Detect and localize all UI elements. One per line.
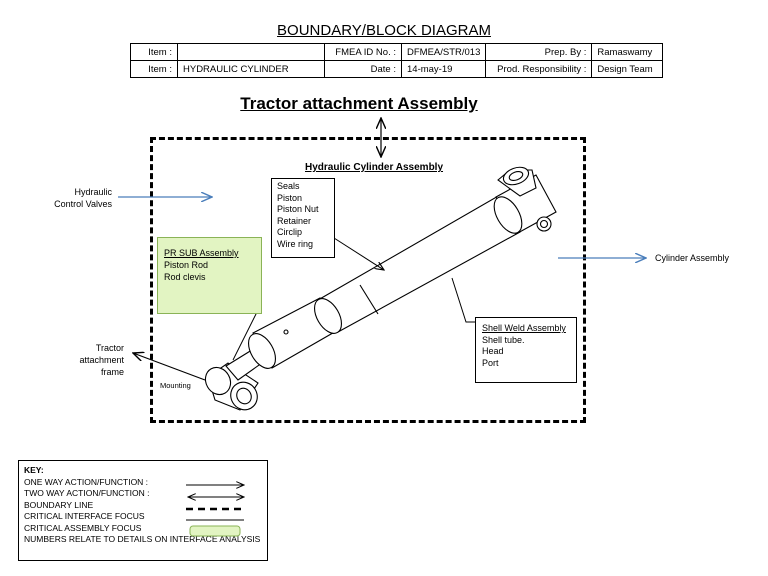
prsub-leader-line — [232, 305, 261, 361]
hydraulic-cylinder-illustration — [204, 166, 557, 411]
key-numbers: NUMBERS RELATE TO DETAILS ON INTERFACE A… — [24, 534, 261, 544]
tractor-frame-label: Tractor attachment frame — [79, 343, 124, 377]
pr-sub-assembly-box: PR SUB Assembly Piston Rod Rod clevis — [157, 237, 262, 314]
pr-sub-title: PR SUB Assembly — [164, 248, 239, 258]
hca-title: Hydraulic Cylinder Assembly — [305, 162, 444, 173]
legend-key: KEY: ONE WAY ACTION/FUNCTION : TWO WAY A… — [18, 460, 268, 561]
component-item: Circlip — [277, 227, 303, 237]
boundary-line — [150, 137, 586, 423]
date-value: 14-may-19 — [400, 60, 487, 78]
shell-leader-line — [451, 277, 476, 323]
cylinder-assembly-label: Cylinder Assembly — [655, 253, 730, 263]
hydraulic-control-valves-label: Hydraulic Control Valves — [54, 187, 112, 209]
mounting-label: Mounting — [160, 381, 191, 390]
pr-sub-item: Rod clevis — [164, 272, 206, 282]
key-one-way: ONE WAY ACTION/FUNCTION : — [24, 476, 149, 487]
key-boundary: BOUNDARY LINE — [24, 499, 94, 510]
component-item: Seals — [277, 181, 300, 191]
shell-weld-item: Port — [482, 357, 499, 368]
shell-weld-item: Head — [482, 346, 504, 356]
shell-weld-assembly-box: Shell Weld Assembly Shell tube. Head Por… — [475, 317, 577, 383]
key-two-way: TWO WAY ACTION/FUNCTION : — [24, 488, 150, 498]
info-row-2: Item : HYDRAULIC CYLINDER Date : 14-may-… — [130, 60, 664, 78]
key-interface: CRITICAL INTERFACE FOCUS — [24, 511, 145, 521]
assembly-title: Tractor attachment Assembly — [240, 94, 478, 113]
component-item: Piston Nut — [277, 204, 319, 214]
responsibility-label: Prod. Responsibility : — [485, 60, 593, 78]
hca-leader-line — [333, 237, 384, 270]
component-item: Retainer — [277, 215, 312, 226]
shell-weld-title: Shell Weld Assembly — [482, 323, 566, 333]
key-title: KEY: — [24, 465, 44, 475]
responsibility-value: Design Team — [591, 60, 664, 78]
component-item: Wire ring — [277, 238, 314, 249]
info-table: Item : FMEA ID No. : DFMEA/STR/013 Prep.… — [130, 43, 664, 78]
diagram-title: BOUNDARY/BLOCK DIAGRAM — [277, 22, 491, 39]
info-row-1: Item : FMEA ID No. : DFMEA/STR/013 Prep.… — [130, 43, 664, 61]
key-assembly: CRITICAL ASSEMBLY FOCUS — [24, 522, 142, 533]
frame-arrow — [133, 353, 206, 381]
component-item: Piston — [277, 192, 303, 203]
hca-components-box: Seals Piston Piston Nut Retainer Circlip… — [271, 178, 335, 258]
shell-weld-item: Shell tube. — [482, 334, 525, 345]
pr-sub-item: Piston Rod — [164, 260, 209, 270]
